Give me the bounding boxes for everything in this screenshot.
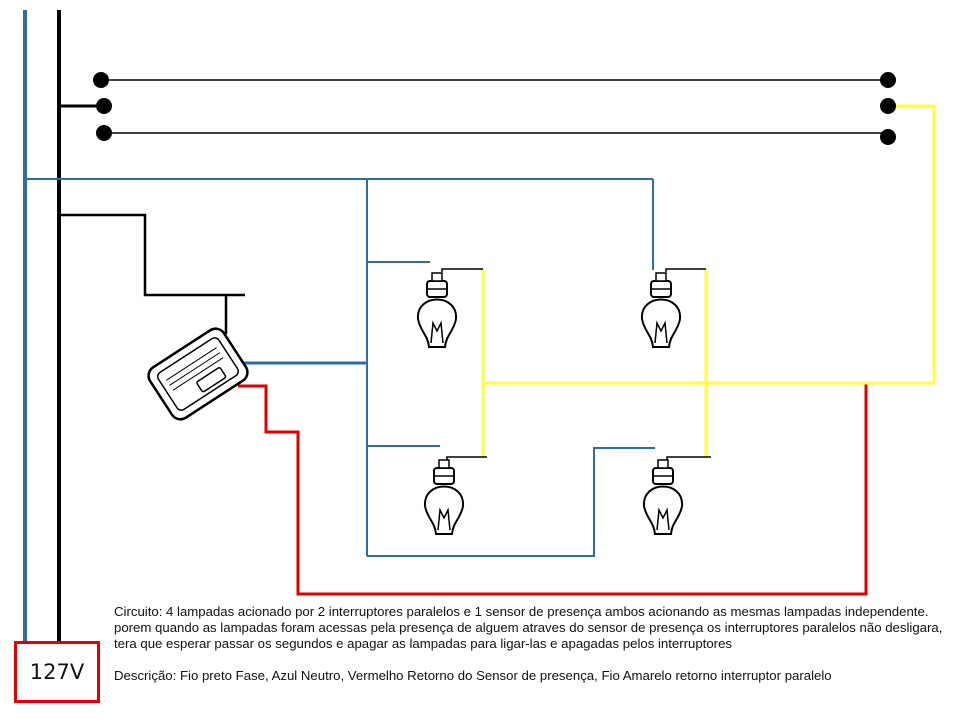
lamp-top-left (416, 272, 458, 348)
description-block: Circuito: 4 lampadas acionado por 2 inte… (114, 604, 944, 684)
switch-left (93, 72, 112, 141)
neutral-distribution-wires (25, 178, 655, 557)
phase-sensor-drop (212, 295, 228, 335)
voltage-label-box: 127V (14, 641, 100, 703)
switch-return-wires (481, 104, 936, 457)
presence-sensor (147, 327, 249, 421)
circuit-description: Circuito: 4 lampadas acionado por 2 inte… (114, 604, 943, 651)
switch-right (880, 72, 896, 145)
voltage-label: 127V (29, 660, 85, 684)
phase-sensor-wire (59, 213, 245, 297)
lamp-bottom-right (642, 459, 684, 535)
lamp-top-right (640, 272, 682, 348)
switch-traveler-wires (59, 79, 888, 134)
wire-legend: Descrição: Fio preto Fase, Azul Neutro, … (114, 668, 832, 683)
sensor-return-wire (238, 383, 868, 596)
lamp-bottom-left (423, 459, 465, 535)
